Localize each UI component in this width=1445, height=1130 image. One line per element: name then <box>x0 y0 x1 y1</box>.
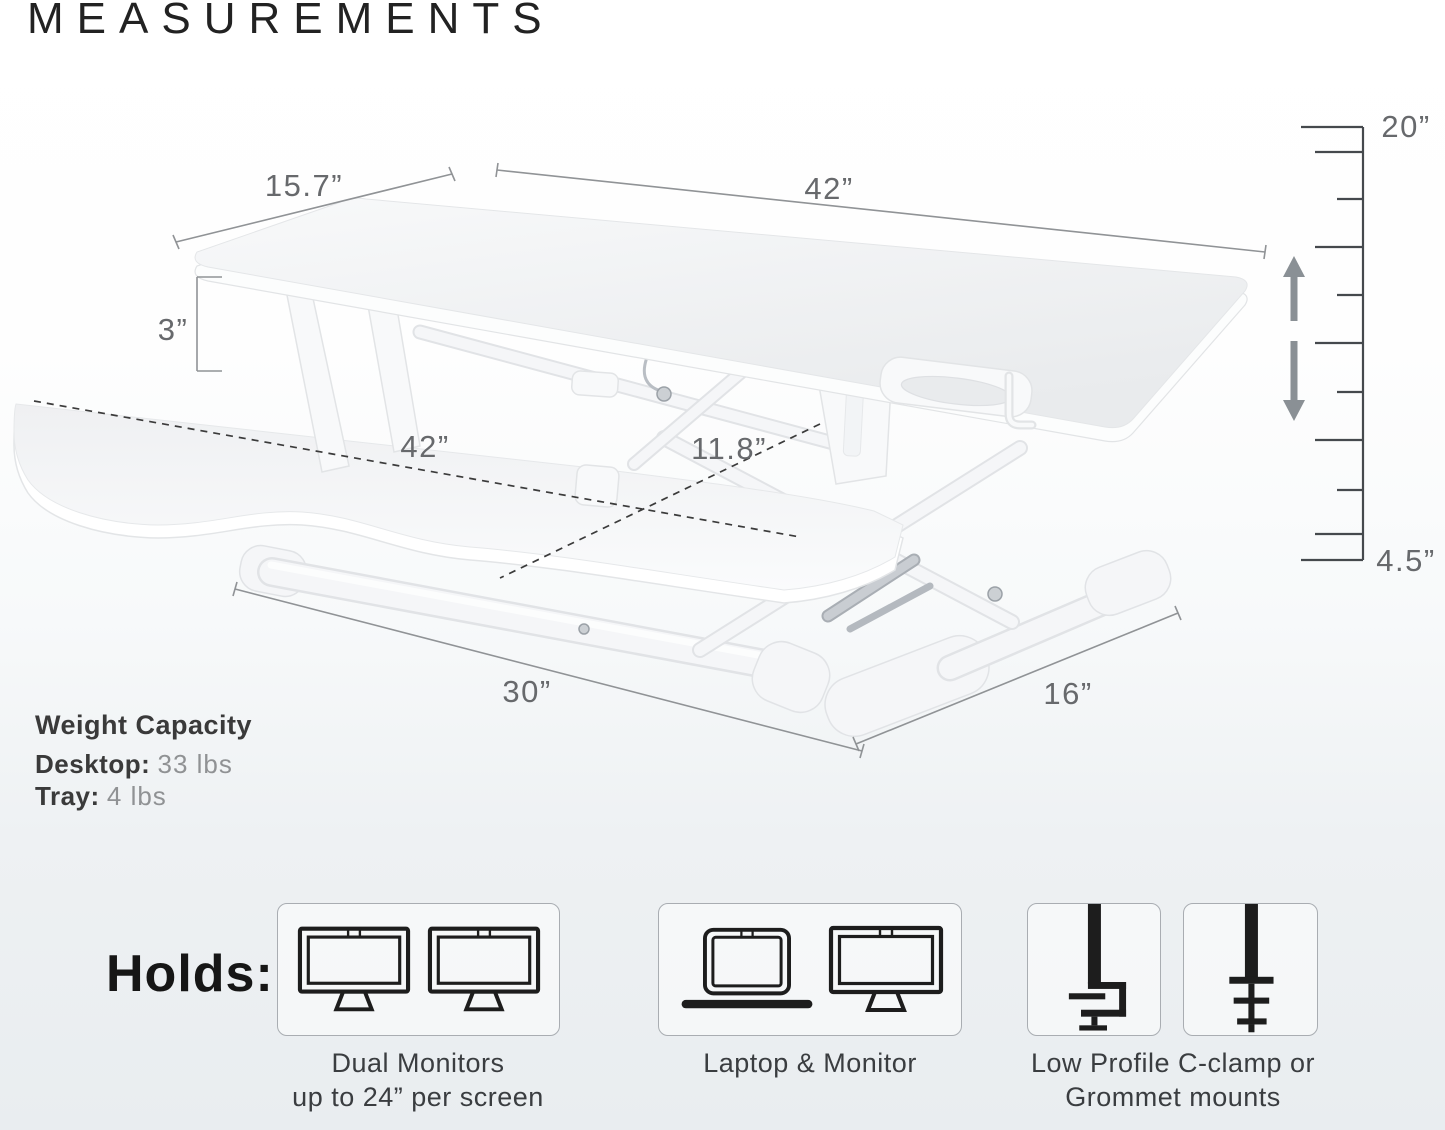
weight-capacity-row: Desktop: 33 lbs <box>35 749 233 779</box>
dim-top-depth-line <box>172 166 456 250</box>
up-arrow-icon <box>1283 256 1305 321</box>
height-adjust-arrows <box>1283 256 1305 421</box>
grommet-mount-icon <box>1228 904 1274 1033</box>
upper-pivot <box>656 386 672 402</box>
holds-box-dual-monitors <box>277 903 560 1036</box>
down-arrow-icon <box>1283 341 1305 421</box>
monitor-icon <box>828 925 944 1012</box>
dim-base-length-label: 30” <box>502 674 551 709</box>
dim-height-max-label: 20” <box>1381 109 1430 144</box>
dim-top-depth-label: 15.7” <box>265 168 343 203</box>
under-desk-accessories <box>879 356 1037 430</box>
dim-height-min-label: 4.5” <box>1376 543 1435 578</box>
spring-rod <box>846 582 934 633</box>
c-clamp-icon <box>1068 904 1127 1031</box>
dim-gap-label: 3” <box>158 312 189 347</box>
caption-laptop-monitor: Laptop & Monitor <box>703 1048 917 1078</box>
dimension-lines <box>33 162 1267 759</box>
base-frame <box>238 544 1172 738</box>
weight-capacity-heading: Weight Capacity <box>35 710 253 740</box>
right-base-rail-far-cap <box>1084 549 1172 617</box>
caption-dual-monitors: Dual Monitors up to 24” per screen <box>292 1048 544 1112</box>
tray-surface <box>13 403 904 591</box>
cable-clip <box>571 370 619 398</box>
dimension-labels: 15.7” 42” 3” 42” 11.8” 30” 16” 20” 4.5” <box>158 109 1435 711</box>
dim-tray-width-label: 42” <box>400 429 449 464</box>
dim-base-length-line <box>232 581 865 759</box>
upper-arm <box>414 326 858 454</box>
dim-base-depth-line <box>852 605 1182 752</box>
holds-box-c-clamp <box>1027 903 1161 1036</box>
base-bolt <box>578 623 590 635</box>
dim-top-width-label: 42” <box>804 171 853 206</box>
laptop-icon <box>681 927 813 1008</box>
caption-clamp-mounts: Low Profile C-clamp or Grommet mounts <box>1030 1048 1316 1112</box>
front-base-right-cap <box>751 640 831 714</box>
dim-gap-bracket <box>196 276 222 372</box>
monitor-icon <box>297 926 410 1011</box>
holds-box-laptop-monitor <box>658 903 962 1036</box>
weight-capacity: Weight Capacity Desktop: 33 lbs Tray: 4 … <box>35 710 252 812</box>
height-ruler <box>1301 125 1365 562</box>
dim-base-depth-label: 16” <box>1043 676 1092 711</box>
dim-top-width-line <box>495 162 1267 260</box>
holds-label: Holds: <box>106 945 274 1003</box>
dim-tray-depth-label: 11.8” <box>691 431 767 466</box>
weight-capacity-row: Tray: 4 lbs <box>35 781 167 811</box>
desk-diagram: 15.7” 42” 3” 42” 11.8” 30” 16” 20” 4.5” <box>13 109 1435 759</box>
holds-box-grommet <box>1183 903 1318 1036</box>
tray-clip <box>574 464 620 508</box>
keyboard-tray <box>13 403 904 604</box>
monitor-icon <box>427 926 540 1011</box>
page-title: MEASUREMENTS <box>27 0 555 43</box>
rail-pivot <box>987 586 1003 602</box>
